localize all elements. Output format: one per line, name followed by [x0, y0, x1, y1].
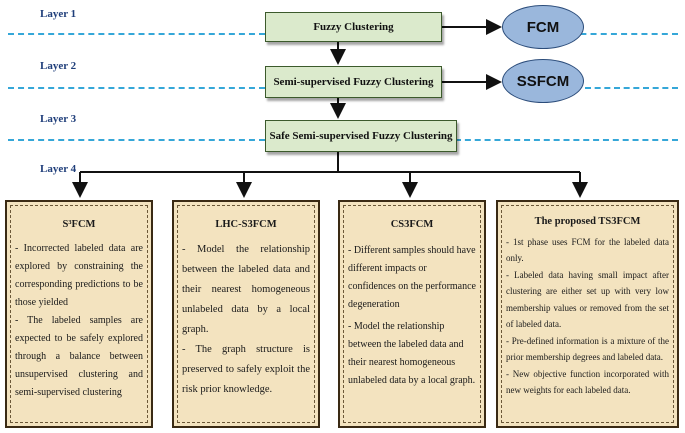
card-ts3fcm-item-1: - 1st phase uses FCM for the labeled dat… — [506, 236, 669, 264]
card-ts3fcm-item-4: - New objective function incorporated wi… — [506, 368, 669, 396]
layer-4-label: Layer 4 — [40, 163, 77, 175]
card-s3fcm: S³FCM - Incorrected labeled data are exp… — [5, 200, 153, 428]
layer-2-dash-left — [8, 87, 265, 89]
safe-semi-supervised-box: Safe Semi-supervised Fuzzy Clustering — [265, 120, 457, 152]
card-ts3fcm-item-3: - Pre-defined information is a mixture o… — [506, 335, 669, 363]
layer-2-label: Layer 2 — [40, 60, 77, 72]
card-lhc-s3fcm-item-2: - The graph structure is preserved to sa… — [182, 344, 310, 395]
layer-3-dash-right — [455, 139, 678, 141]
layer-3-label: Layer 3 — [40, 113, 77, 125]
card-s3fcm-item-1: - Incorrected labeled data are explored … — [15, 243, 143, 308]
card-s3fcm-title: S³FCM — [62, 219, 96, 230]
card-ts3fcm: The proposed TS3FCM - 1st phase uses FCM… — [496, 200, 679, 428]
semi-supervised-box: Semi-supervised Fuzzy Clustering — [265, 66, 442, 98]
fuzzy-clustering-box: Fuzzy Clustering — [265, 12, 442, 42]
layer-3-dash-left — [8, 139, 265, 141]
card-lhc-s3fcm: LHC-S3FCM - Model the relationship betwe… — [172, 200, 320, 428]
card-lhc-s3fcm-item-1: - Model the relationship between the lab… — [182, 244, 310, 335]
card-cs3fcm-item-1: - Different samples should have differen… — [348, 245, 476, 310]
card-s3fcm-item-2: - The labeled samples are expected to be… — [15, 315, 143, 398]
layer-1-dash-right — [560, 33, 678, 35]
card-cs3fcm-inner-border — [343, 205, 481, 423]
layer-1-dash-left — [8, 33, 265, 35]
fuzzy-clustering-label: Fuzzy Clustering — [313, 21, 394, 33]
card-ts3fcm-title: The proposed TS3FCM — [534, 216, 641, 227]
layer-2-dash-right — [585, 87, 678, 89]
card-ts3fcm-item-2: - Labeled data having small impact after… — [506, 269, 669, 330]
semi-supervised-label: Semi-supervised Fuzzy Clustering — [273, 76, 434, 88]
ssfcm-label: SSFCM — [516, 72, 570, 90]
card-cs3fcm: CS3FCM - Different samples should have d… — [338, 200, 486, 428]
safe-semi-supervised-label: Safe Semi-supervised Fuzzy Clustering — [269, 130, 453, 142]
layer-1-label: Layer 1 — [40, 8, 77, 20]
ssfcm-ellipse: SSFCM — [502, 59, 584, 103]
card-lhc-s3fcm-title: LHC-S3FCM — [215, 219, 277, 230]
fcm-label: FCM — [526, 18, 560, 36]
card-cs3fcm-title: CS3FCM — [390, 219, 434, 230]
fcm-ellipse: FCM — [502, 5, 584, 49]
card-cs3fcm-item-2: - Model the relationship between the lab… — [348, 321, 476, 386]
